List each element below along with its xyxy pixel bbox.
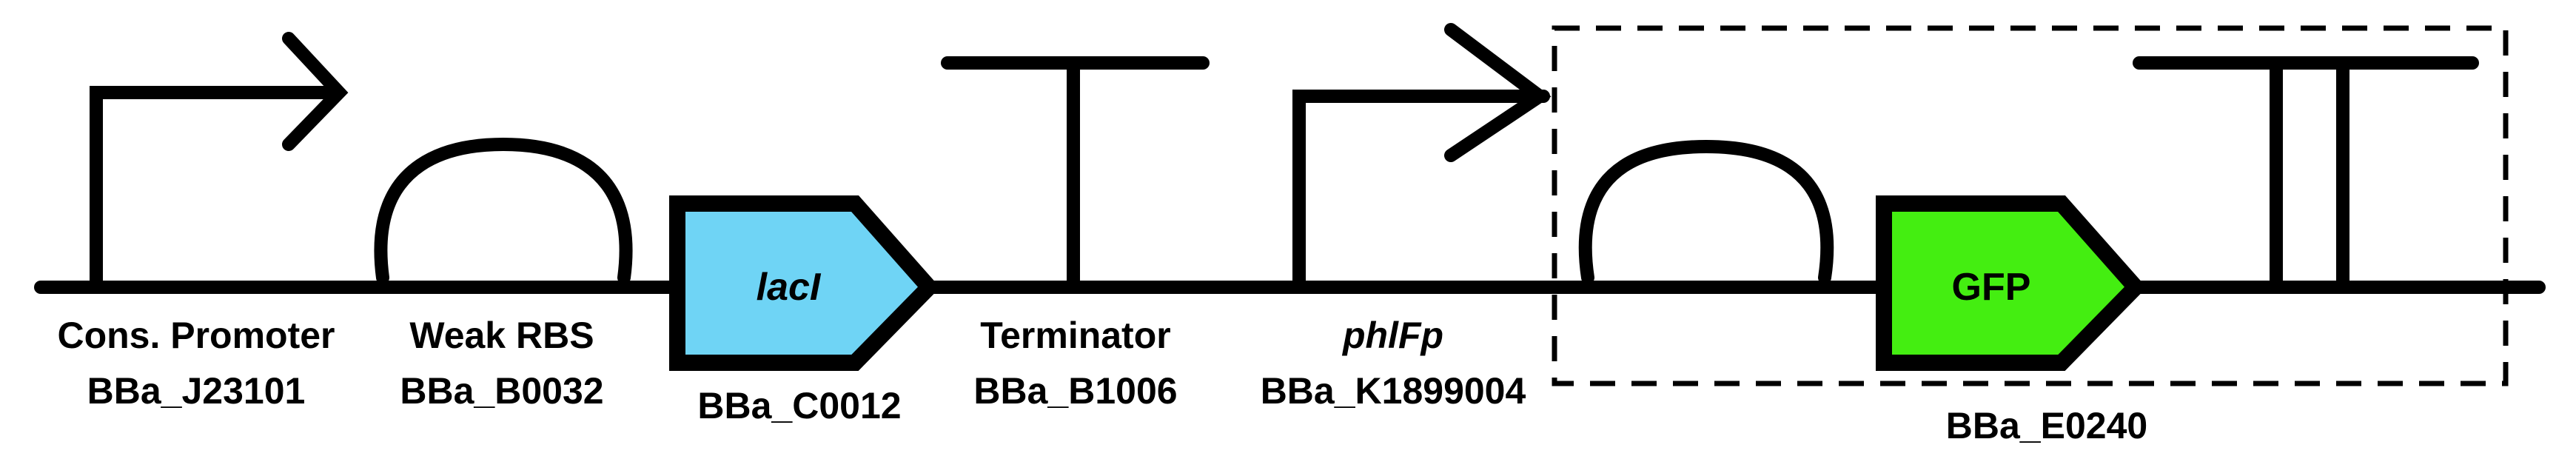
promoter-1-name: Cons. Promoter bbox=[57, 315, 335, 356]
rbs-1-name: Weak RBS bbox=[409, 315, 594, 356]
rbs-1-glyph bbox=[374, 137, 633, 284]
promoter-1-code: BBa_J23101 bbox=[87, 370, 306, 412]
terminator-1-glyph bbox=[941, 56, 1210, 294]
cds-gfp-label: GFP bbox=[1952, 266, 2031, 309]
terminator-1-code: BBa_B1006 bbox=[973, 370, 1177, 412]
cds-laci-label: lacI bbox=[757, 266, 822, 309]
double-terminator-glyph bbox=[2133, 56, 2479, 294]
cds-gfp-arrow bbox=[1876, 195, 2147, 371]
rbs-2-glyph bbox=[1578, 139, 1834, 284]
promoter-2-glyph bbox=[1292, 23, 1552, 294]
cds-laci-arrow bbox=[669, 195, 941, 371]
promoter-2-name: phlFp bbox=[1341, 315, 1443, 356]
promoter-2-code: BBa_K1899004 bbox=[1261, 370, 1526, 412]
cds-laci-code: BBa_C0012 bbox=[697, 385, 901, 426]
terminator-1-name: Terminator bbox=[980, 315, 1170, 356]
composite-part-box bbox=[1552, 25, 2509, 386]
composite-code: BBa_E0240 bbox=[1946, 405, 2147, 446]
rbs-1-code: BBa_B0032 bbox=[400, 370, 603, 412]
promoter-1-glyph bbox=[90, 32, 349, 294]
